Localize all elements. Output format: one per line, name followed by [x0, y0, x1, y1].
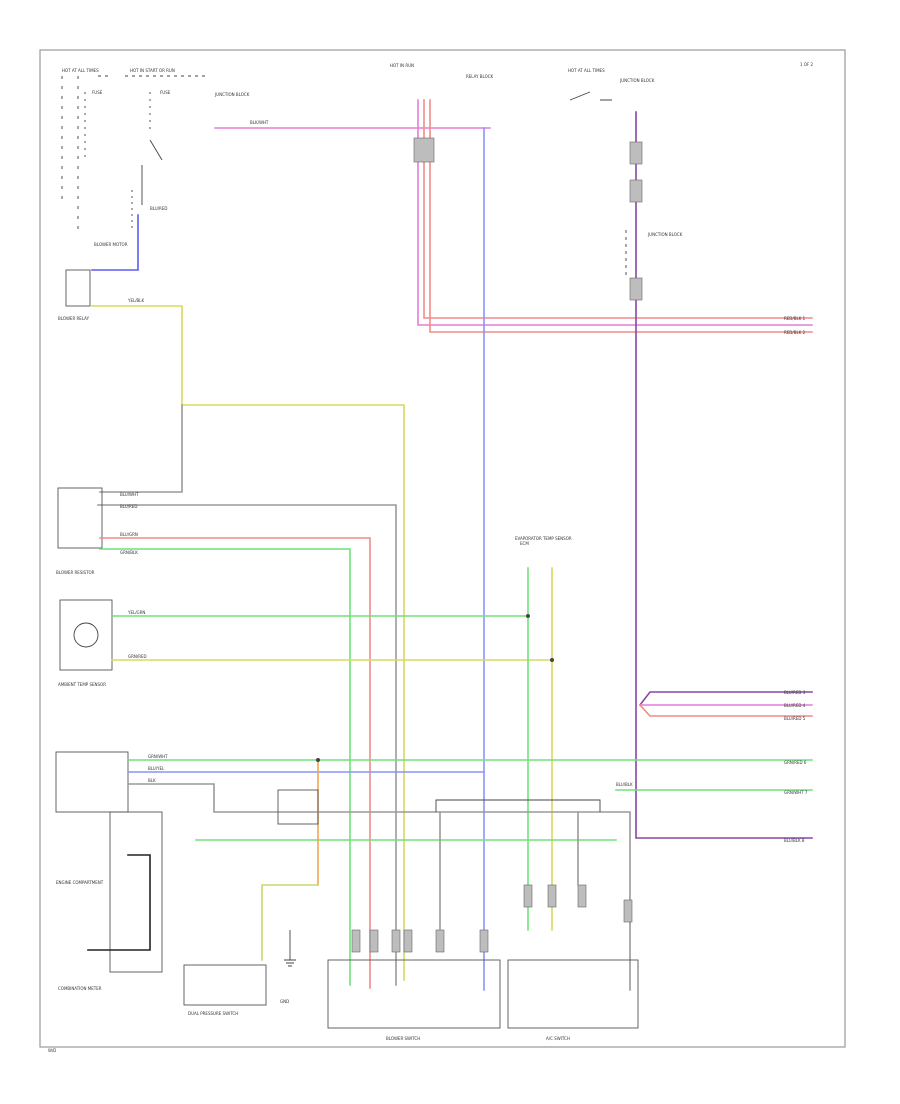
switch-connector-8 [547, 884, 557, 908]
dual-pressure-switch-box [183, 964, 267, 1006]
hot-in-run-label: HOT IN RUN [390, 63, 414, 68]
offpage-ref-6: GRN/RED 6 [784, 760, 807, 765]
relay-block-lower-box [109, 811, 163, 973]
ground-icon [284, 930, 296, 967]
offpage-ref-7: GRN/WHT 7 [784, 790, 808, 795]
ecm-label: ECM [520, 541, 529, 546]
ground-label: GND [280, 999, 289, 1004]
switch-connector-1 [351, 929, 361, 953]
ambient-sensor-symbol [73, 622, 99, 648]
switch-connector-5 [435, 929, 445, 953]
wire-gray-switch [439, 811, 579, 931]
connector-c4 [629, 277, 643, 301]
wire-label-grn-red: GRN/RED [128, 654, 147, 659]
wire-red-offpage-3 [638, 703, 813, 717]
wire-label-blu-red-2: BLU/RED [120, 504, 137, 509]
wire-purple-right [635, 111, 813, 839]
wire-red-resistor [99, 537, 371, 989]
wire-label-grn-blk: GRN/BLK [120, 550, 138, 555]
hot-in-start-run-label: HOT IN START OR RUN [130, 68, 175, 73]
ac-switch-label: A/C SWITCH [546, 1036, 570, 1041]
connector-c1 [413, 137, 435, 163]
switch-connector-9 [577, 884, 587, 908]
engine-compartment-box [55, 751, 129, 813]
junction-dot-1 [526, 614, 530, 618]
footer-code: W/D [48, 1048, 56, 1053]
wire-yellow-green [261, 884, 319, 961]
junction-block-label-1: JUNCTION BLOCK [214, 92, 250, 97]
wire-gray-mid [127, 783, 631, 991]
wire-label-yel-blk: YEL/BLK [127, 298, 145, 303]
page-label: 1 OF 2 [800, 62, 814, 67]
wire-yellow-main [91, 305, 405, 981]
offpage-ref-3: BLU/RED 3 [784, 690, 806, 695]
offpage-ref-8: BLU/BLK 8 [784, 838, 805, 843]
wire-label-blu-yel: BLU/YEL [148, 766, 165, 771]
hot-at-all-times-label-1: HOT AT ALL TIMES [62, 68, 99, 73]
relay-block-label: RELAY BLOCK [466, 74, 494, 79]
offpage-ref-4: BLU/RED 4 [784, 703, 806, 708]
relay-block-bracket [435, 799, 601, 812]
blower-relay-label: BLOWER RELAY [58, 316, 90, 321]
wire-label-blu-grn: BLU/GRN [120, 532, 138, 537]
ambient-sensor-box [59, 599, 113, 671]
blower-motor-label: BLOWER MOTOR [94, 242, 128, 247]
wire-blue-relay [91, 214, 139, 271]
wire-black-relay [87, 854, 151, 951]
switch-connector-2 [369, 929, 379, 953]
junction-block-label-2: JUNCTION BLOCK [619, 78, 655, 83]
combination-meter-label: COMBINATION METER [58, 986, 102, 991]
evaporator-sensor-label: EVAPORATOR TEMP SENSOR [515, 536, 572, 541]
switch-connector-7 [523, 884, 533, 908]
ac-switch-box [507, 959, 639, 1029]
relay-lower-box [277, 789, 319, 825]
wire-purple-offpage-1 [638, 691, 813, 707]
blower-switch-box [327, 959, 501, 1029]
blower-relay-box [65, 269, 91, 307]
wire-red-bundle-2 [423, 99, 813, 319]
blower-resistor-box [57, 487, 103, 549]
relay-contact-switch [141, 139, 163, 205]
wire-label-blk-wht: BLK/WHT [250, 120, 269, 125]
connector-c3 [629, 179, 643, 203]
dual-pressure-switch-label: DUAL PRESSURE SWITCH [188, 1011, 238, 1016]
blower-resistor-label: BLOWER RESISTOR [56, 570, 95, 575]
offpage-ref-5: BLU/RED 5 [784, 716, 806, 721]
ignition-switch [569, 91, 612, 101]
junction-block-right-label: JUNCTION BLOCK [647, 232, 683, 237]
offpage-ref-1: RED/BLK 1 [784, 316, 806, 321]
wire-label-grn-wht: GRN/WHT [148, 754, 168, 759]
offpage-ref-2: RED/BLK 2 [784, 330, 806, 335]
wire-gray-resistor [97, 404, 397, 986]
wire-red-bundle-3 [429, 99, 813, 333]
wire-label-blu-blk: BLU/BLK [616, 782, 633, 787]
junction-dot-2 [550, 658, 554, 662]
fuse-label-b: FUSE [160, 90, 171, 95]
hot-at-all-times-label-2: HOT AT ALL TIMES [568, 68, 605, 73]
diagram-frame [39, 49, 846, 1048]
switch-connector-3 [391, 929, 401, 953]
engine-compartment-label: ENGINE COMPARTMENT [56, 880, 104, 885]
switch-connector-6 [479, 929, 489, 953]
wire-pink-bundle-1 [417, 99, 813, 326]
switch-connector-4 [403, 929, 413, 953]
blower-switch-label: BLOWER SWITCH [386, 1036, 420, 1041]
wire-label-blu-wht: BLU/WHT [120, 492, 139, 497]
ambient-sensor-label: AMBIENT TEMP SENSOR [58, 682, 106, 687]
connector-c2 [629, 141, 643, 165]
wire-label-yel-grn: YEL/GRN [127, 610, 145, 615]
fuse-label-a: FUSE [92, 90, 103, 95]
junction-dot-3 [316, 758, 320, 762]
wire-label-blk: BLK [148, 778, 156, 783]
switch-connector-10 [623, 899, 633, 923]
wire-label-blu-red: BLU/RED [150, 206, 167, 211]
